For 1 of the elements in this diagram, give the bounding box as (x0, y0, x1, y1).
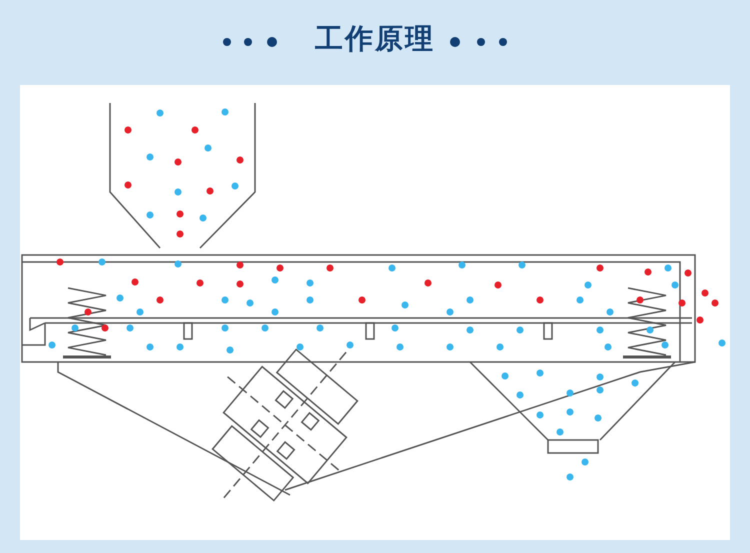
title: 工作原理 (315, 21, 435, 57)
